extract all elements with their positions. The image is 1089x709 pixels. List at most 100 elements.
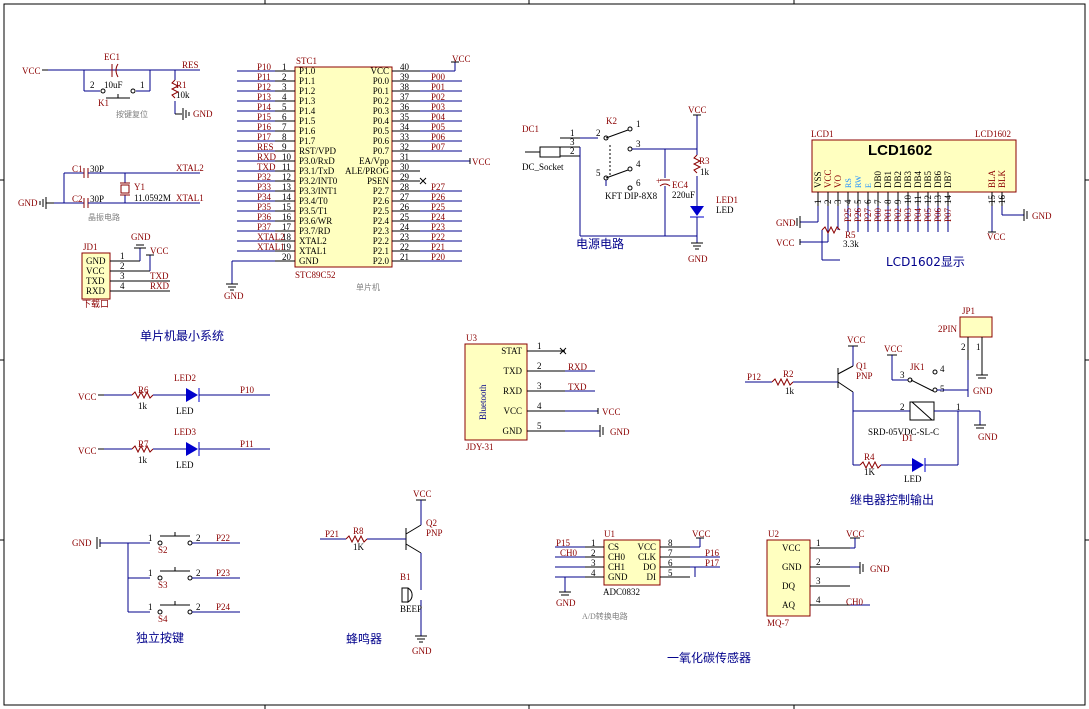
lcd-pin-num: 16 xyxy=(997,195,1007,205)
svg-text:2: 2 xyxy=(120,261,125,271)
svg-text:+: + xyxy=(656,176,661,186)
mcu-pin-name: P3.0/RxD xyxy=(299,156,335,166)
svg-text:2: 2 xyxy=(596,128,601,138)
mcu-pin-name: P3.6/WR xyxy=(299,216,332,226)
r5-label: R5 xyxy=(845,230,856,240)
svg-text:VCC: VCC xyxy=(78,446,97,456)
mcu-pin-num: 17 xyxy=(282,222,292,232)
relay-caption: 继电器控制输出 xyxy=(850,492,934,507)
mcu-pin-num: 19 xyxy=(282,242,292,252)
mcu-net-label: P34 xyxy=(257,192,272,202)
mcu-net-label: P00 xyxy=(431,72,446,82)
svg-text:GND: GND xyxy=(870,564,890,574)
lcd-pin-name: VSS xyxy=(813,171,823,188)
bt-pin-num: 2 xyxy=(537,361,542,371)
jd1-caption: 下载口 xyxy=(82,298,109,309)
led1-type: LED xyxy=(716,205,734,215)
co-caption: 一氧化碳传感器 xyxy=(667,650,751,665)
lcd-net-label: P01 xyxy=(883,208,893,222)
d1-label: D1 xyxy=(902,433,913,443)
svg-text:GND: GND xyxy=(224,291,244,301)
lcd-net-label: P00 xyxy=(873,207,883,222)
crystal-gnd-label: GND xyxy=(18,198,38,208)
mcu-pin-name: GND xyxy=(299,256,319,266)
adc-type: ADC0832 xyxy=(603,587,640,597)
bt-pin-num: 3 xyxy=(537,381,542,391)
crystal-circuit: C1 30P C2 30P GND Y1 11.0592M XTAL2 XTAL… xyxy=(18,163,204,222)
mcu-net-label: P26 xyxy=(431,192,446,202)
bt-pin-name: STAT xyxy=(501,346,522,356)
mcu-pin-num: 1 xyxy=(282,62,287,72)
adc-pin-name: CS xyxy=(608,542,619,552)
adc-pin-name: CLK xyxy=(638,552,657,562)
lcd-type-label: LCD1602 xyxy=(975,129,1011,139)
kft-label: KFT DIP-8X8 xyxy=(605,191,658,201)
mcu-body xyxy=(294,66,393,268)
svg-text:1: 1 xyxy=(148,602,153,612)
r7-label: R7 xyxy=(138,439,149,449)
mcu-pin-name: P0.5 xyxy=(373,126,390,136)
mcu-net-label: RES xyxy=(257,142,274,152)
mcu-net-label: P03 xyxy=(431,102,446,112)
svg-text:VCC: VCC xyxy=(987,232,1006,242)
r7-value: 1k xyxy=(138,455,148,465)
r4-label: R4 xyxy=(864,452,875,462)
key-net: P24 xyxy=(216,602,231,612)
mq7-body xyxy=(766,539,811,617)
mcu-pin-num: 5 xyxy=(282,102,287,112)
r1-label: R1 xyxy=(176,80,187,90)
mcu-net-label: P32 xyxy=(257,172,271,182)
sheet-border xyxy=(3,3,1086,706)
svg-text:3: 3 xyxy=(120,271,125,281)
svg-text:1: 1 xyxy=(148,533,153,543)
svg-text:LED: LED xyxy=(176,406,194,416)
svg-text:1: 1 xyxy=(120,251,125,261)
mcu-pin-num: 15 xyxy=(282,202,292,212)
mcu-pin-num: 20 xyxy=(282,252,292,262)
jd1-label: JD1 xyxy=(83,242,98,252)
svg-text:GND: GND xyxy=(978,432,998,442)
svg-text:VCC: VCC xyxy=(692,529,711,539)
lcd-pin-name: DB5 xyxy=(923,170,933,188)
mcu-net-label: P22 xyxy=(431,232,445,242)
mcu-net-label: P36 xyxy=(257,212,272,222)
led1-symbol xyxy=(690,206,704,216)
mcu-pin-name: P1.7 xyxy=(299,136,316,146)
xtal1-net: XTAL1 xyxy=(176,193,204,203)
svg-text:1: 1 xyxy=(976,342,981,352)
r8-value: 1K xyxy=(353,542,365,552)
mq-pin-name: DQ xyxy=(782,581,795,591)
buzzer-circuit: VCC Q2 PNP P21 R8 1K B1 BEEP GND 蜂鸣器 xyxy=(320,489,443,656)
gnd-label: GND xyxy=(193,109,213,119)
lcd-pin-num: 11 xyxy=(913,195,923,204)
mcu-pin-num: 14 xyxy=(282,192,292,202)
mcu-net-label: P04 xyxy=(431,112,446,122)
svg-text:8: 8 xyxy=(668,538,673,548)
lcd-pin-name: VCC xyxy=(823,169,833,188)
mcu-pin-num: 4 xyxy=(282,92,287,102)
mcu-pin-name: P0.6 xyxy=(373,136,390,146)
svg-text:3: 3 xyxy=(570,137,575,147)
lcd-pin-num: 13 xyxy=(933,195,943,205)
lcd-pin-name: E xyxy=(864,183,873,188)
lcd-caption: LCD1602显示 xyxy=(886,255,965,269)
relay-control: JP1 2PIN 2 1 GND VCC Q1 PNP P12 R2 1k VC… xyxy=(745,306,998,507)
lcd-pin-name: VO xyxy=(833,175,843,188)
buzzer-caption: 蜂鸣器 xyxy=(346,631,382,646)
mcu-net-label: XTAL1 xyxy=(257,242,285,252)
svg-text:1: 1 xyxy=(816,538,821,548)
res-net: RES xyxy=(182,60,199,70)
svg-text:LED: LED xyxy=(176,460,194,470)
svg-text:TXD: TXD xyxy=(568,382,587,392)
lcd-pin-num: 10 xyxy=(903,195,913,205)
svg-text:2: 2 xyxy=(90,80,95,90)
bt-pin-num: 5 xyxy=(537,421,542,431)
svg-text:1: 1 xyxy=(570,128,575,138)
lcd-net-label: P26 xyxy=(853,207,863,222)
mcu-pin-name: P3.5/T1 xyxy=(299,206,328,216)
lcd-net-label: P02 xyxy=(893,208,903,222)
mcu-pin-name: P0.0 xyxy=(373,76,390,86)
u2-label: U2 xyxy=(768,529,779,539)
svg-text:5: 5 xyxy=(940,384,945,394)
svg-text:2: 2 xyxy=(196,568,201,578)
